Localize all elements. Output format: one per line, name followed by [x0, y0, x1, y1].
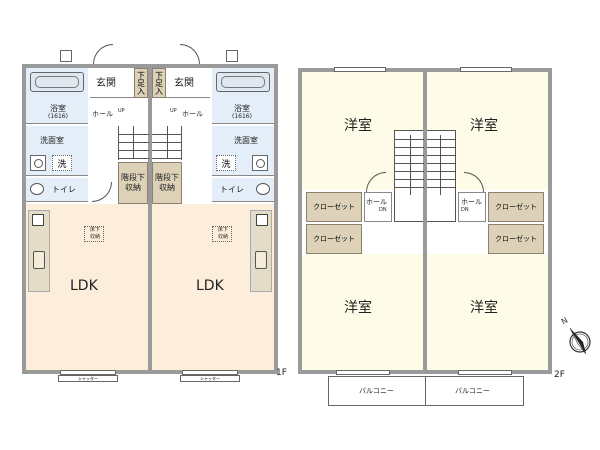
meter-icon	[60, 50, 72, 62]
closet: クローゼット	[488, 224, 544, 254]
under-stair-storage: 階段下 収納	[118, 162, 148, 204]
hall-label: ホール	[182, 110, 203, 118]
stair-up-label: UP	[118, 108, 125, 114]
toilet-icon	[256, 183, 270, 195]
wall	[22, 64, 26, 374]
hall: ホール DN	[364, 192, 392, 222]
genkan-label: 玄関	[96, 78, 116, 89]
under-stair-storage: 階段下 収納	[152, 162, 182, 204]
ldk-label: LDK	[70, 278, 98, 294]
bathroom-label: 浴室	[234, 104, 250, 113]
shutter: シャッター	[180, 375, 240, 382]
stair-up-label: UP	[170, 108, 177, 114]
washroom-label: 洗面室	[40, 136, 64, 145]
sink-icon	[30, 155, 46, 171]
hall: ホール DN	[458, 192, 486, 222]
compass-icon: N	[560, 316, 591, 355]
washer-space: 洗	[52, 155, 72, 171]
hall-label: ホール	[92, 110, 113, 118]
staircase	[118, 126, 149, 160]
wall	[298, 68, 302, 374]
washer-space: 洗	[216, 155, 236, 171]
kitchen-counter	[28, 210, 50, 292]
toilet-label: トイレ	[52, 185, 76, 194]
closet: クローゼット	[306, 192, 362, 222]
stove-icon	[32, 214, 44, 226]
room-label: 洋室	[470, 300, 498, 316]
entrance-door[interactable]	[180, 44, 200, 64]
shutter: シャッター	[58, 375, 118, 382]
meter-icon	[226, 50, 238, 62]
sink-icon	[252, 155, 268, 171]
underfloor-storage: 床下 収納	[212, 226, 232, 242]
room-label: 洋室	[470, 118, 498, 134]
window	[182, 370, 238, 375]
bathroom-size: (1616)	[48, 113, 68, 120]
party-wall	[148, 64, 152, 374]
kitchen-sink-icon	[255, 251, 267, 269]
door[interactable]	[92, 182, 112, 202]
room-label: 洋室	[344, 118, 372, 134]
washroom-label: 洗面室	[234, 136, 258, 145]
window	[460, 67, 512, 72]
svg-text:N: N	[560, 316, 570, 327]
genkan	[166, 68, 210, 98]
floor-label-2f: 2F	[554, 370, 565, 380]
wall	[274, 64, 278, 374]
stove-icon	[256, 214, 268, 226]
floor-2f-plan: 洋室 洋室 クローゼット クローゼット ホール DN 洋室 洋室 クローゼット …	[298, 67, 552, 375]
floor-label-1f: 1F	[276, 368, 287, 378]
staircase	[427, 130, 456, 222]
closet: クローゼット	[306, 224, 362, 254]
shoe-storage: 下足入	[152, 68, 166, 98]
genkan	[90, 68, 134, 98]
entrance-door[interactable]	[93, 44, 113, 64]
bathroom-size: (1616)	[232, 113, 252, 120]
toilet-label: トイレ	[220, 185, 244, 194]
staircase	[394, 130, 424, 222]
window	[60, 370, 116, 375]
closet: クローゼット	[488, 192, 544, 222]
toilet-icon	[30, 183, 44, 195]
room-label: 洋室	[344, 300, 372, 316]
bathtub-icon	[216, 72, 270, 92]
kitchen-counter	[250, 210, 272, 292]
kitchen-sink-icon	[33, 251, 45, 269]
ldk-label: LDK	[196, 278, 224, 294]
balcony-label: バルコニー	[359, 387, 394, 395]
western-room	[302, 254, 423, 370]
bathroom-label: 浴室	[50, 104, 66, 113]
staircase	[152, 126, 182, 160]
window	[458, 370, 512, 375]
shoe-storage: 下足入	[134, 68, 148, 98]
western-room	[427, 254, 548, 370]
bathtub-icon	[30, 72, 84, 92]
window	[334, 67, 386, 72]
balcony: バルコニー バルコニー	[328, 376, 524, 406]
party-wall	[423, 68, 427, 374]
genkan-label: 玄関	[174, 78, 194, 89]
underfloor-storage: 床下 収納	[84, 226, 104, 242]
wall	[548, 68, 552, 374]
window	[336, 370, 390, 375]
balcony-label: バルコニー	[455, 387, 490, 395]
floor-1f-plan: 浴室 (1616) 洗面室 洗 トイレ 玄関 下足入 ホール UP 階段下 収納…	[22, 64, 278, 382]
